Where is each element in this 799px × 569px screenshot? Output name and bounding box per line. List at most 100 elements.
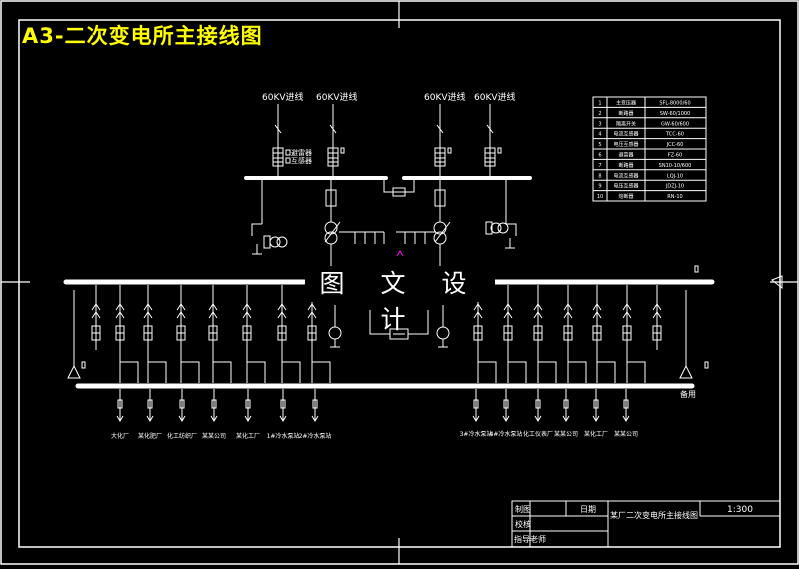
switch-symbol: [563, 303, 573, 319]
table-cell: 7: [598, 163, 601, 169]
incoming-line-label: 60KV进线: [262, 91, 304, 103]
title-block-drawn-label: 制图: [515, 504, 531, 514]
svg-text:避雷器: 避雷器: [291, 148, 312, 157]
outgoing-arrow: [116, 415, 124, 422]
page-title: A3-二次变电所主接线图: [22, 24, 263, 48]
outgoing-ct: [147, 399, 153, 409]
feeder-link: [213, 361, 232, 383]
outgoing-ct: [563, 399, 569, 409]
feeder-label: 某某公司: [614, 431, 638, 438]
table-cell: 10: [597, 194, 603, 200]
feeder-label: 1#冷水泵站: [267, 432, 300, 440]
switch-symbol: [176, 303, 186, 319]
feeder-link: [568, 361, 587, 383]
feeder-label: 化工纺织厂: [167, 432, 197, 440]
watermark-text: 图 文 设 计: [305, 266, 495, 334]
switch-symbol: [208, 303, 218, 319]
incoming-line-label: 60KV进线: [424, 91, 466, 103]
equipment-table: [592, 96, 707, 202]
outgoing-ct: [623, 399, 629, 409]
feeder-link: [282, 361, 301, 383]
table-cell: GW-60/600: [661, 121, 689, 127]
incoming-line-bays: [272, 104, 502, 180]
feeder-bays: [91, 285, 662, 422]
table-cell: 2: [598, 111, 601, 117]
outgoing-ct: [503, 399, 509, 409]
feeder-label: 化工仪表厂: [523, 430, 553, 438]
switch-symbol: [592, 303, 602, 319]
table-cell: JCC-60: [666, 142, 684, 148]
outgoing-arrow: [279, 415, 287, 422]
table-cell: 断路器: [618, 110, 633, 117]
outgoing-arrow: [472, 415, 480, 422]
title-block-advisor-label: 指导老师: [514, 534, 546, 544]
feeder-label: 3#冷水泵站: [460, 430, 493, 438]
direction-arrow: [771, 275, 783, 290]
feeder-label: 大化厂: [111, 432, 129, 440]
feeder-link: [120, 361, 139, 383]
outgoing-ct: [211, 399, 217, 409]
table-cell: 8: [598, 173, 601, 179]
table-cell: SFL-8000/60: [659, 100, 690, 106]
feeder-label: 某某公司: [554, 431, 578, 438]
switch-symbol: [242, 303, 252, 319]
table-cell: 电流互感器: [613, 131, 638, 138]
svg-text:互感器: 互感器: [291, 156, 312, 165]
bay-annotations: 避雷器 互感器: [291, 148, 312, 165]
feeder-link: [148, 361, 167, 383]
feeder-link: [538, 361, 557, 383]
table-cell: 5: [598, 142, 601, 148]
feeder-label: 某化工厂: [584, 430, 608, 438]
feeder-link: [181, 361, 200, 383]
table-cell: JDZJ-10: [665, 184, 684, 190]
table-cell: RN-10: [667, 194, 682, 200]
outgoing-ct: [473, 399, 479, 409]
outgoing-arrow: [311, 415, 319, 422]
outgoing-ct: [535, 399, 541, 409]
outgoing-arrow: [210, 415, 218, 422]
table-cell: 9: [598, 184, 601, 190]
outgoing-arrow: [534, 415, 542, 422]
feeder-label: 某化工厂: [236, 432, 260, 440]
switch-symbol: [503, 303, 513, 319]
outgoing-ct: [593, 399, 599, 409]
switch-symbol: [533, 303, 543, 319]
spare-label: 备用: [680, 389, 696, 399]
outgoing-arrow: [622, 415, 630, 422]
outgoing-ct: [179, 399, 185, 409]
feeder-label: 2#冷水泵站: [299, 432, 332, 440]
table-cell: 主变压器: [616, 99, 636, 106]
marker-arrow: [396, 250, 404, 257]
switch-symbol: [307, 303, 317, 319]
outgoing-arrow: [146, 415, 154, 422]
table-cell: 断路器: [618, 162, 633, 169]
table-cell: 电压互感器: [613, 183, 638, 190]
switch-symbol: [652, 303, 662, 319]
switch-symbol: [277, 303, 287, 319]
feeder-link: [478, 361, 497, 383]
table-cell: TCC-60: [665, 132, 684, 138]
switch-symbol: [622, 303, 632, 319]
bus-end-arrows: [67, 265, 709, 379]
incoming-line-label: 60KV进线: [474, 91, 516, 103]
outgoing-ct: [245, 399, 251, 409]
table-cell: 避雷器: [618, 151, 633, 158]
outgoing-arrow: [178, 415, 186, 422]
feeder-link: [312, 361, 331, 383]
feeder-label: 某化肥厂: [138, 432, 162, 440]
table-cell: 4: [598, 132, 601, 138]
table-cell: 电压互感器: [613, 141, 638, 148]
table-cell: 电流互感器: [613, 172, 638, 179]
feeder-link: [247, 361, 266, 383]
outgoing-ct: [117, 399, 123, 409]
title-block: [511, 500, 781, 548]
table-cell: 1: [598, 100, 601, 106]
transformer-bays: [251, 180, 517, 280]
outgoing-ct: [280, 399, 286, 409]
table-cell: SW-60/1000: [660, 111, 691, 117]
switch-symbol: [115, 303, 125, 319]
title-block-scale: 1:300: [727, 505, 753, 515]
title-block-check-label: 校核: [515, 519, 531, 529]
